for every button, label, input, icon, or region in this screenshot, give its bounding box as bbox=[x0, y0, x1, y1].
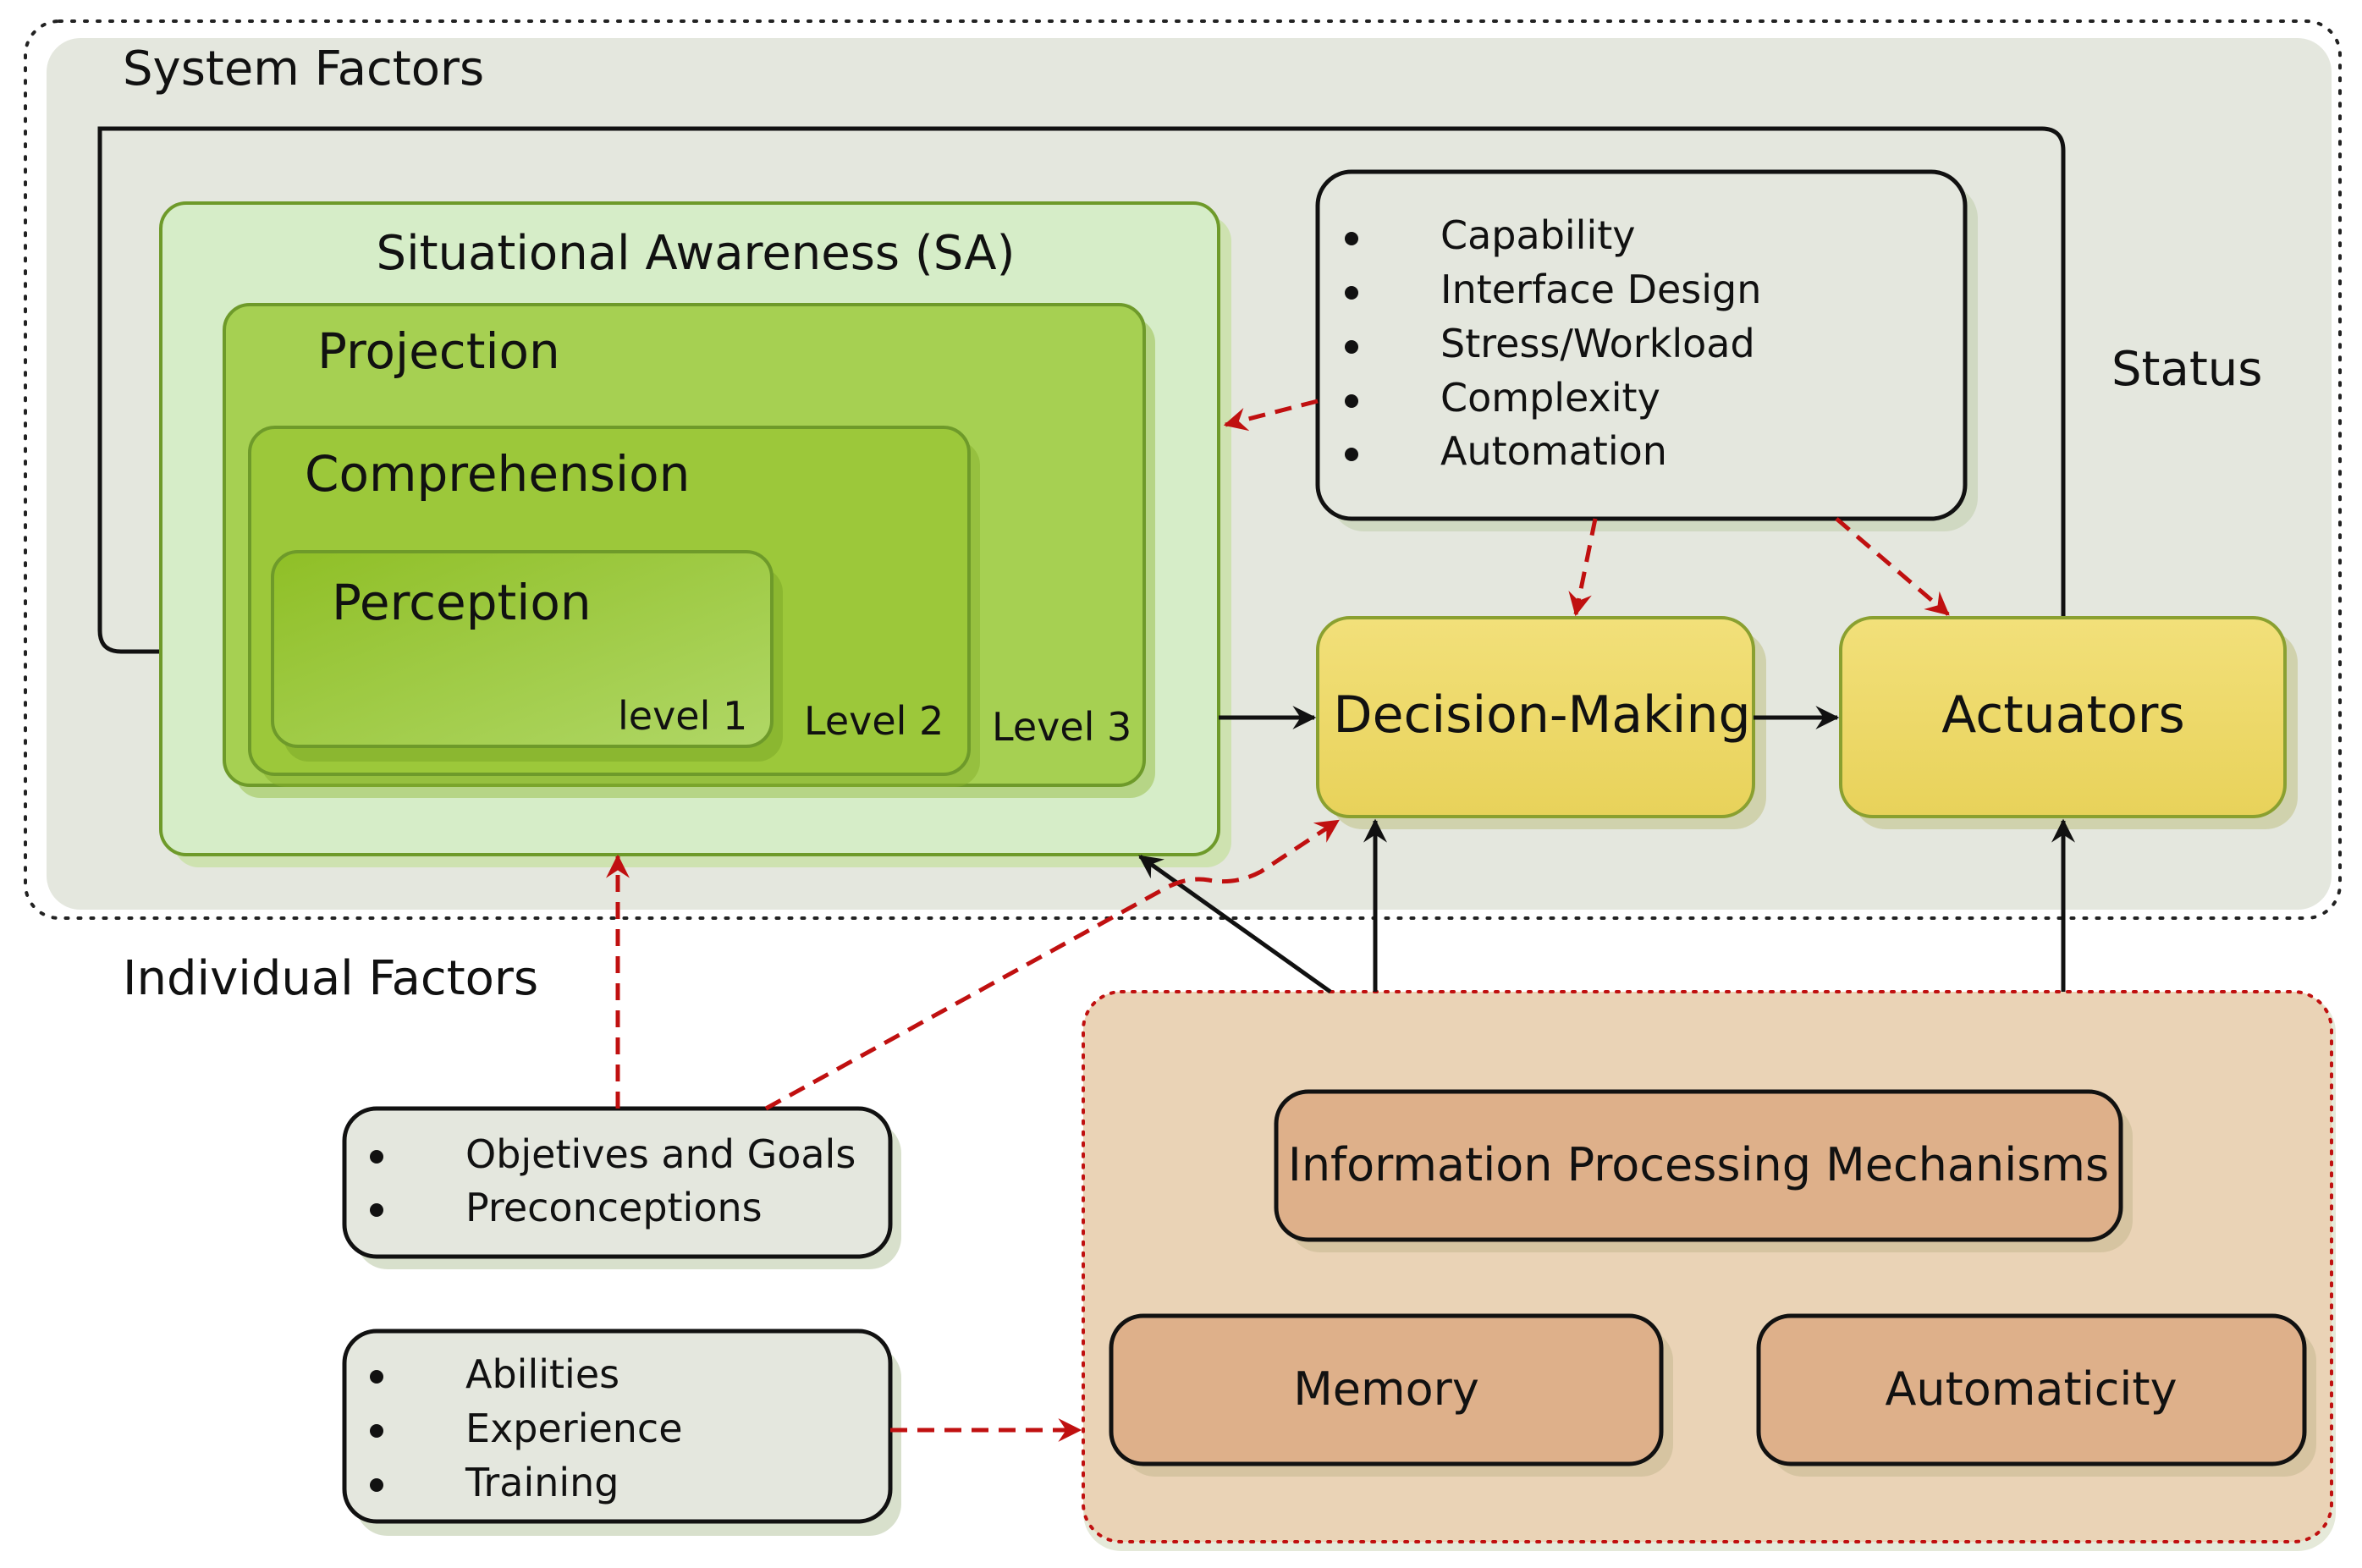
decision-making-box bbox=[1316, 616, 1766, 829]
information-processing-label: Information Processing Mechanisms bbox=[1288, 1138, 2109, 1191]
bullet bbox=[370, 1478, 383, 1492]
system-factors-label: System Factors bbox=[123, 41, 484, 96]
abilities-item: Training bbox=[465, 1460, 619, 1505]
system-factor-item: Complexity bbox=[1440, 375, 1660, 421]
perception-box bbox=[271, 550, 783, 762]
level2-label: Level 2 bbox=[804, 698, 944, 744]
bullet bbox=[370, 1203, 383, 1217]
goals-item: Objetives and Goals bbox=[465, 1131, 856, 1177]
processing-to-sa-arrow bbox=[1138, 854, 1332, 994]
goals-to-decision-arrow bbox=[764, 818, 1340, 1111]
actuators-label: Actuators bbox=[1941, 685, 2184, 745]
bullet bbox=[370, 1150, 383, 1164]
status-feedback-arrow bbox=[97, 126, 2066, 663]
goals-box bbox=[342, 1106, 901, 1269]
system-factor-list: Capability Interface Design Stress/Workl… bbox=[1345, 212, 1761, 474]
bullet bbox=[1345, 232, 1358, 245]
memory-label: Memory bbox=[1293, 1362, 1479, 1416]
sa-title: Situational Awareness (SA) bbox=[377, 226, 1016, 281]
decision-making-label: Decision-Making bbox=[1333, 685, 1750, 745]
goals-item: Preconceptions bbox=[465, 1185, 763, 1230]
perception-label: Perception bbox=[332, 574, 592, 631]
level1-label: level 1 bbox=[618, 693, 747, 739]
individual-factors-label: Individual Factors bbox=[123, 951, 538, 1006]
system-factor-item: Stress/Workload bbox=[1440, 321, 1755, 366]
level3-label: Level 3 bbox=[992, 704, 1131, 750]
bullet bbox=[370, 1424, 383, 1438]
bullet bbox=[1345, 286, 1358, 300]
memory-box bbox=[1109, 1313, 1673, 1477]
status-label: Status bbox=[2111, 342, 2262, 397]
system-factors-to-decision-arrow bbox=[1568, 518, 1598, 617]
actuators-box bbox=[1839, 616, 2298, 829]
abilities-box bbox=[342, 1329, 901, 1536]
information-processing-box bbox=[1274, 1089, 2133, 1252]
automaticity-label: Automaticity bbox=[1885, 1362, 2177, 1416]
abilities-item: Abilities bbox=[465, 1351, 619, 1397]
automaticity-box bbox=[1756, 1313, 2316, 1477]
comprehension-label: Comprehension bbox=[305, 445, 690, 503]
bullet bbox=[1345, 394, 1358, 408]
system-factor-item: Capability bbox=[1440, 212, 1636, 258]
bullet bbox=[1345, 448, 1358, 461]
projection-label: Projection bbox=[317, 322, 560, 380]
bullet bbox=[1345, 340, 1358, 354]
abilities-item: Experience bbox=[465, 1406, 683, 1451]
system-factor-item: Automation bbox=[1440, 428, 1667, 474]
system-factors-to-sa-arrow bbox=[1223, 399, 1319, 432]
system-factor-list-box bbox=[1315, 169, 1978, 531]
system-factor-item: Interface Design bbox=[1440, 267, 1761, 312]
bullet bbox=[370, 1370, 383, 1384]
system-factors-to-actuators-arrow bbox=[1835, 517, 1950, 616]
